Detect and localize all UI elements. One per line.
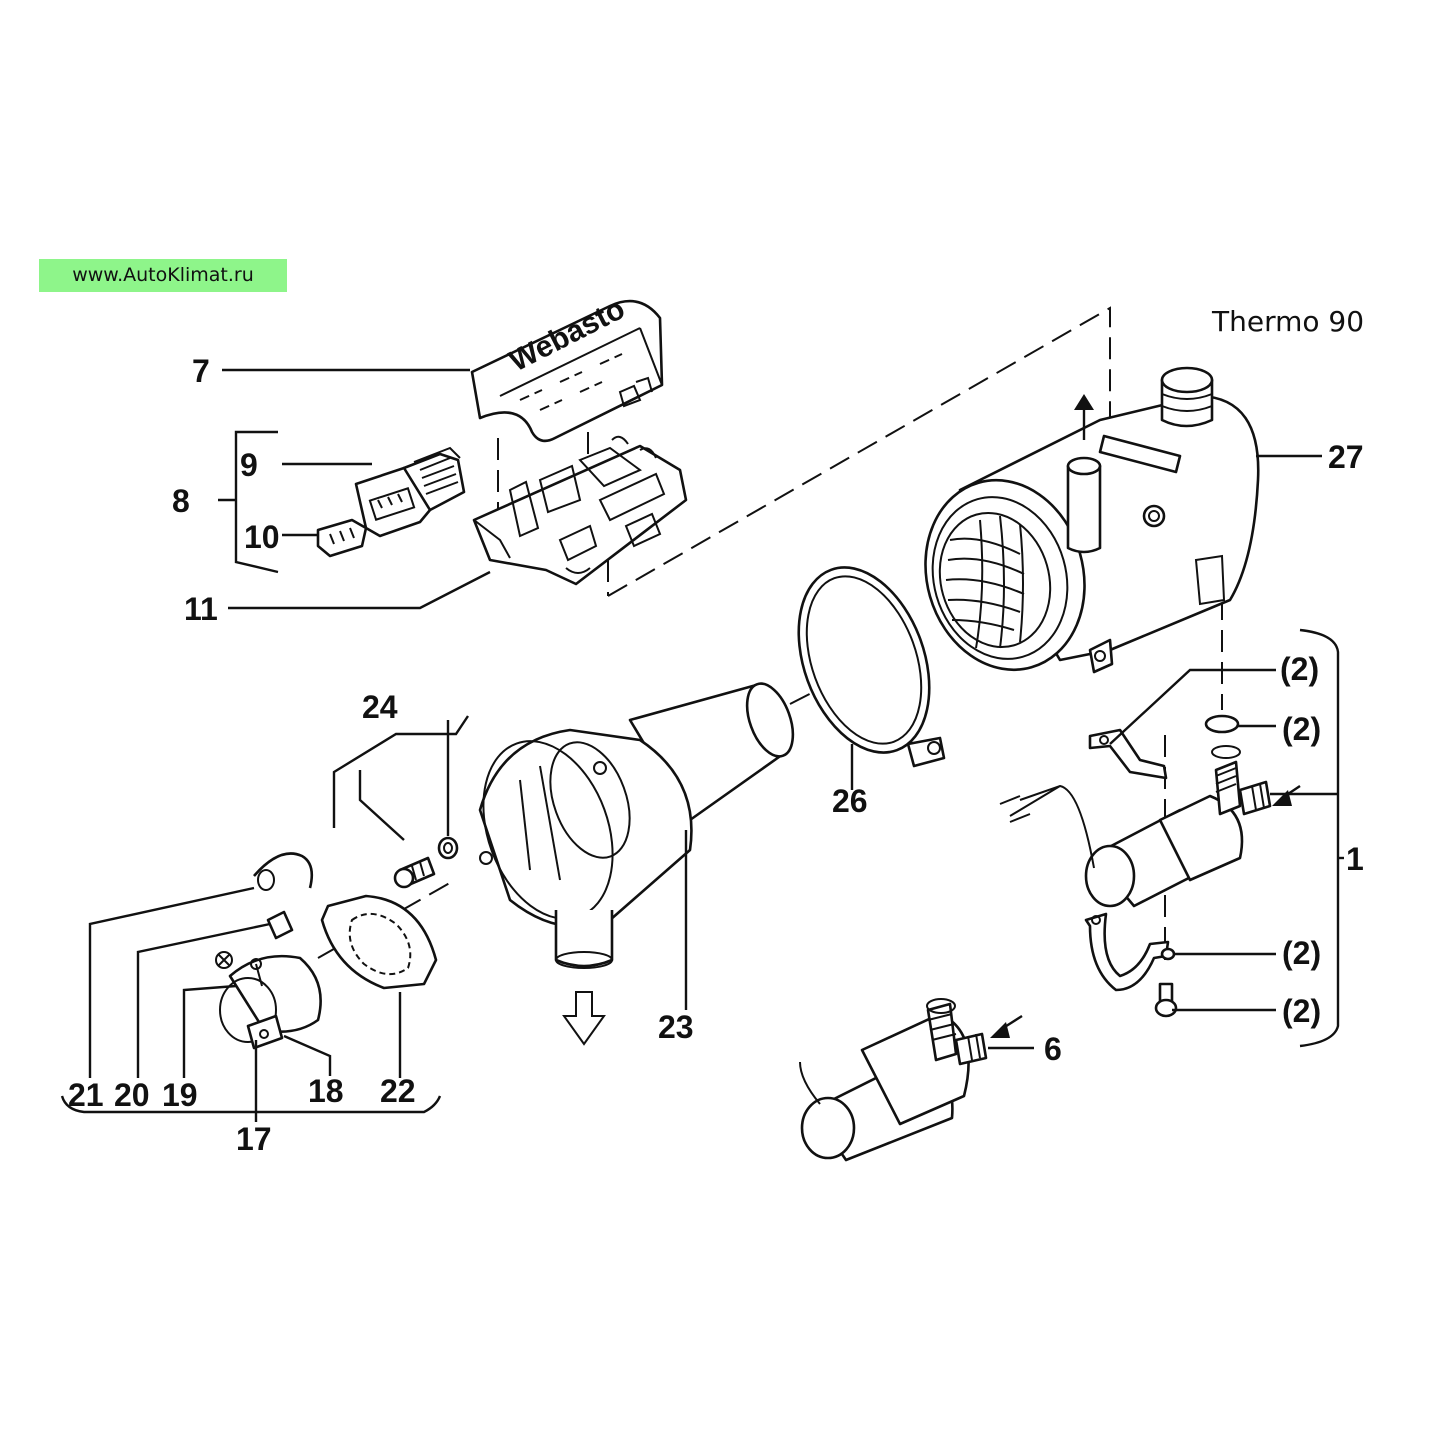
callout-numbers: 7 8 9 10 11 27 (2) (2) 1 (2) (2) 6 26 23… — [68, 353, 1364, 1157]
part-6-water-pump — [799, 998, 1023, 1162]
callout-2-washer: (2) — [1282, 935, 1321, 971]
callout-7: 7 — [192, 353, 210, 389]
callout-9: 9 — [240, 447, 258, 483]
leader-lines — [60, 368, 1344, 1122]
callout-10: 10 — [244, 519, 280, 555]
callout-22: 22 — [380, 1073, 416, 1109]
model-title: Thermo 90 — [1212, 305, 1365, 338]
callout-17: 17 — [236, 1121, 272, 1157]
part-10-insert — [316, 518, 368, 558]
part-24-screw-washer — [393, 836, 459, 889]
callout-19: 19 — [162, 1077, 198, 1113]
callout-24: 24 — [362, 689, 398, 725]
part-7-cover: Webasto — [470, 292, 664, 443]
part-23-burner — [478, 682, 795, 1046]
part-27-heat-exchanger — [924, 366, 1260, 674]
callout-11: 11 — [184, 591, 218, 627]
callout-20: 20 — [114, 1077, 150, 1113]
part-11-housing-base — [472, 435, 688, 586]
callout-2-bracket: (2) — [1280, 651, 1319, 687]
part-26-clamp — [797, 566, 946, 768]
watermark-badge[interactable]: www.AutoKlimat.ru — [39, 259, 287, 292]
callout-8: 8 — [172, 483, 190, 519]
parts-17-21-glow-plug — [215, 852, 322, 1050]
callout-26: 26 — [832, 783, 868, 819]
callout-6: 6 — [1044, 1031, 1062, 1067]
part-22-gasket — [320, 894, 438, 990]
callout-18: 18 — [308, 1073, 344, 1109]
callout-2-screw: (2) — [1282, 993, 1321, 1029]
callout-1: 1 — [1346, 841, 1364, 877]
part-1-water-pump — [999, 714, 1301, 1018]
callout-27: 27 — [1328, 439, 1364, 475]
callout-2-o-ring: (2) — [1282, 711, 1321, 747]
part-9-connector — [354, 446, 466, 538]
callout-21: 21 — [68, 1077, 104, 1113]
bracket-8 — [234, 430, 279, 574]
callout-23: 23 — [658, 1009, 694, 1045]
